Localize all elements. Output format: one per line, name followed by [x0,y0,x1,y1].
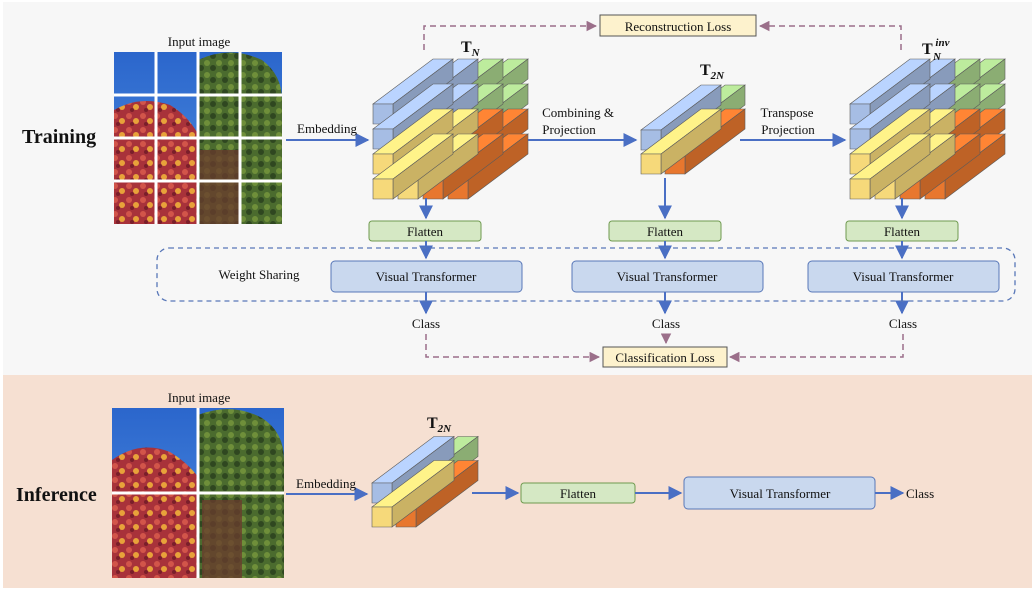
svg-text:N: N [932,51,942,63]
visual-transformer-box-2 [571,260,764,293]
transpose-label-line2: Projection [761,122,815,137]
inference-input-image [112,408,284,578]
inference-class-label: Class [906,486,934,501]
visual-transformer-box-3 [807,260,1000,293]
flatten-label-2: Flatten [647,224,684,239]
inference-tensor-t2n-label: T2N [427,415,452,435]
inference-tensor-t2n [371,435,479,528]
flatten-label-3: Flatten [884,224,921,239]
inference-flatten-label: Flatten [560,486,597,501]
inference-visual-transformer-label: Visual Transformer [730,486,831,501]
inference-embedding-label: Embedding [296,476,356,491]
training-input-label: Input image [168,34,231,49]
column-1: Flatten Visual Transformer Class [330,198,523,331]
column-2: Flatten Visual Transformer Class [571,178,764,331]
transpose-label-line1: Transpose [761,105,814,120]
tensor-tn [372,58,529,200]
tensor-t2n-label: T2N [700,62,725,82]
combining-label-line2: Projection [542,122,596,137]
training-embedding-label: Embedding [297,121,357,136]
combining-label-line1: Combining & [542,105,614,120]
visual-transformer-label-2: Visual Transformer [617,269,718,284]
reconstruction-loss-label: Reconstruction Loss [625,19,732,34]
weight-sharing-region [156,247,1016,302]
classification-dashed-left [425,334,601,363]
column-3: Flatten Visual Transformer Class [807,198,1000,331]
visual-transformer-label-1: Visual Transformer [376,269,477,284]
svg-text:T2N: T2N [700,62,725,82]
svg-text:T inv: T inv [922,37,950,58]
tensor-tn-inv [849,58,1006,200]
weight-sharing-label: Weight Sharing [219,267,300,282]
reconstruction-dashed-right [758,20,902,50]
reconstruction-loss-box [599,14,757,37]
svg-text:T2N: T2N [427,415,452,435]
tensor-tn-inv-label: T inv N [922,37,950,63]
flatten-label-1: Flatten [407,224,444,239]
training-label: Training [22,126,96,148]
inference-label: Inference [16,484,97,506]
training-input-image [114,52,282,224]
classification-loss-label: Classification Loss [615,350,714,365]
class-label-3: Class [889,316,917,331]
class-label-1: Class [412,316,440,331]
svg-text:TN: TN [461,39,481,59]
visual-transformer-label-3: Visual Transformer [853,269,954,284]
tensor-t2n [640,84,746,175]
reconstruction-dashed-left [423,20,598,50]
class-label-2: Class [652,316,680,331]
classification-loss-box [602,346,728,368]
inference-input-label: Input image [168,390,231,405]
tensor-tn-label: TN [461,39,481,59]
classification-dashed-right [728,334,904,363]
